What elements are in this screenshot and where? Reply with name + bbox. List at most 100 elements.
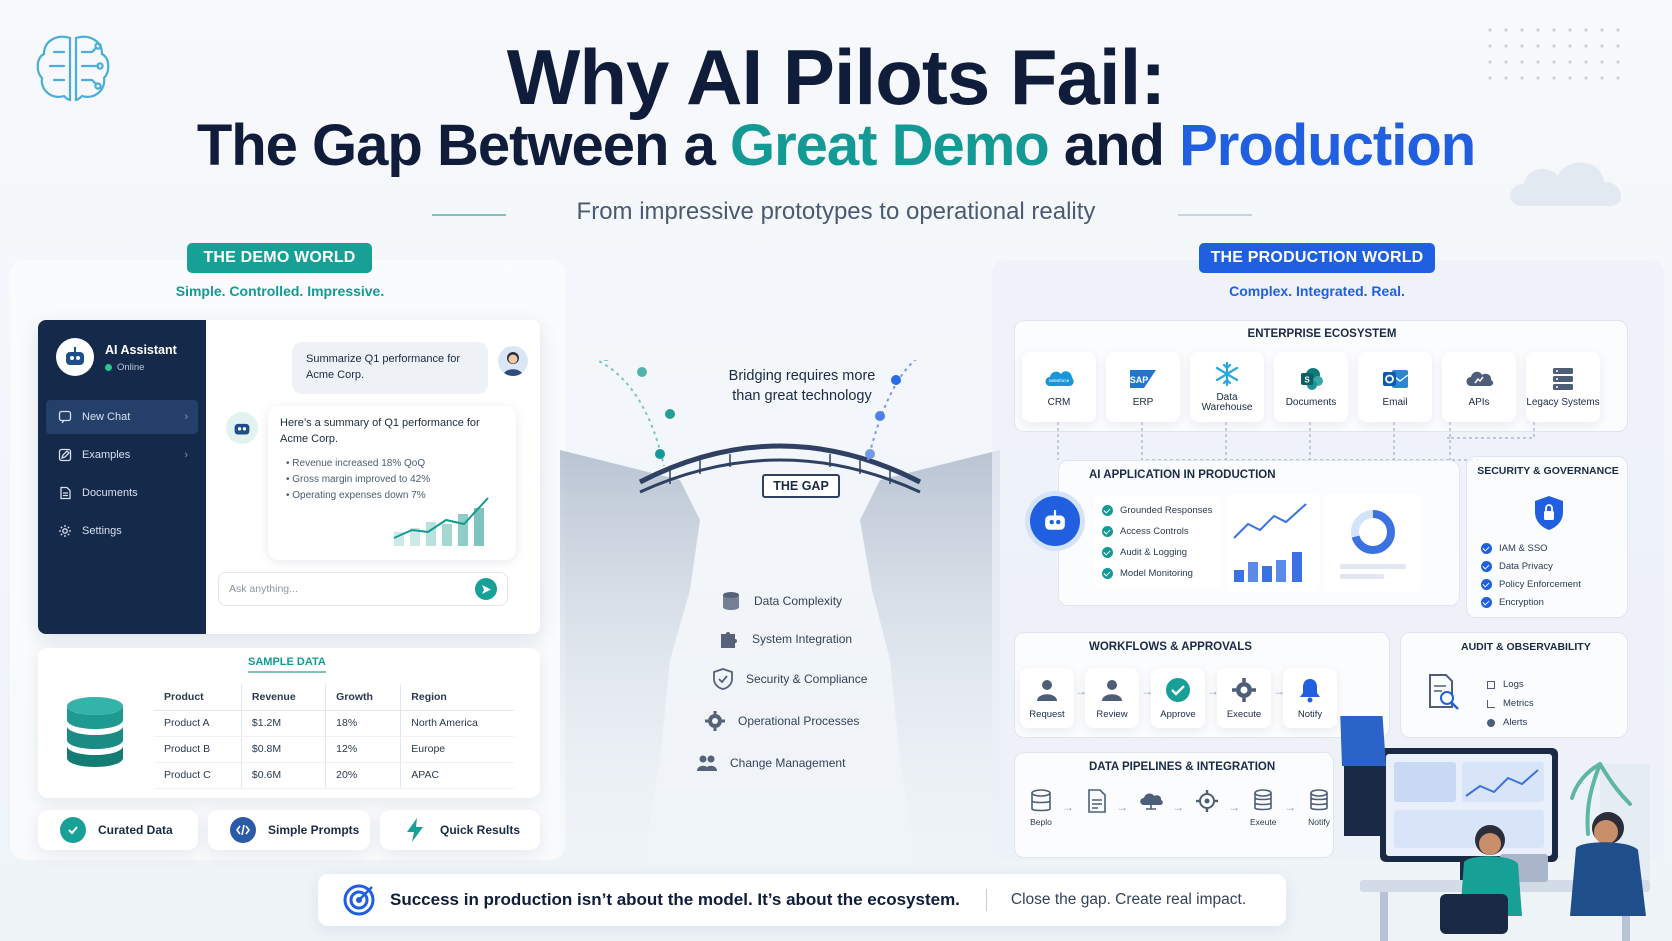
user-message: Summarize Q1 performance for Acme Corp. — [292, 342, 488, 394]
workflows-title: WORKFLOWS & APPROVALS — [1089, 641, 1252, 653]
title-highlight-demo: Great Demo — [729, 113, 1050, 178]
cell: 18% — [325, 710, 402, 737]
reply-points: • Revenue increased 18% QoQ • Gross marg… — [286, 456, 504, 504]
feature-simple-prompts: Simple Prompts — [208, 810, 370, 850]
chat-input[interactable]: Ask anything... — [218, 572, 508, 606]
cell: Product B — [154, 736, 242, 763]
pipeline-label: Exeute — [1250, 817, 1277, 827]
ecosystem-label: Documents — [1285, 396, 1337, 408]
column-header: Revenue — [241, 684, 327, 711]
cloud-network-icon — [1140, 793, 1163, 810]
production-world-tagline: Complex. Integrated. Real. — [1229, 283, 1405, 299]
workflow-label: Notify — [1297, 708, 1323, 720]
check-icon — [1102, 526, 1113, 537]
check-item: Access Controls — [1102, 521, 1214, 542]
audit-item-logs: Logs — [1487, 675, 1534, 694]
reply-point-text: Revenue increased 18% QoQ — [292, 457, 426, 469]
document-icon — [60, 486, 71, 500]
demo-world-badge: THE DEMO WORLD — [187, 243, 372, 273]
check-icon — [1481, 560, 1492, 572]
sap-logo-icon: SAP — [1130, 369, 1156, 388]
table-header-row: Product Revenue Growth Region — [154, 684, 514, 711]
audit-item-alerts: Alerts — [1487, 713, 1534, 732]
ecosystem-email: Email — [1358, 352, 1432, 422]
check-icon — [1481, 578, 1492, 590]
check-item: Grounded Responses — [1102, 500, 1214, 521]
reply-point: • Gross margin improved to 42% — [286, 473, 431, 485]
feature-quick-results: Quick Results — [380, 810, 540, 850]
demo-world-tagline: Simple. Controlled. Impressive. — [175, 283, 385, 299]
check-icon — [1481, 596, 1492, 608]
document-icon — [1088, 789, 1106, 813]
audit-title: AUDIT & OBSERVABILITY — [1461, 641, 1591, 653]
chat-main: Summarize Q1 performance for Acme Corp. … — [206, 320, 540, 634]
arrow-right-icon: → — [1075, 684, 1087, 698]
check-icon — [1481, 542, 1492, 554]
cell: $1.2M — [241, 710, 327, 737]
database-icon — [1031, 789, 1051, 812]
check-item: Model Monitoring — [1102, 563, 1214, 584]
ecosystem-label: Data Warehouse — [1201, 391, 1253, 413]
assistant-reply: Here’s a summary of Q1 performance for A… — [268, 406, 516, 560]
ai-app-checklist: Grounded Responses Access Controls Audit… — [1094, 496, 1222, 588]
logs-icon — [1487, 680, 1495, 689]
sap-logo-text: SAP — [1130, 375, 1149, 385]
database-icon — [67, 697, 123, 767]
people-icon — [697, 755, 717, 771]
security-item: IAM & SSO — [1481, 539, 1581, 557]
ecosystem-legacy-systems: Legacy Systems — [1526, 352, 1600, 422]
user-icon — [503, 352, 523, 376]
check-icon — [60, 817, 86, 843]
column-header: Product — [154, 684, 242, 711]
gear-icon — [59, 525, 71, 537]
target-icon — [343, 884, 375, 916]
title-prefix: The Gap Between a — [196, 113, 730, 178]
check-label: Access Controls — [1120, 526, 1189, 537]
send-icon — [481, 584, 491, 594]
audit-label: Metrics — [1503, 698, 1534, 709]
page-subtitle: From impressive prototypes to operationa… — [576, 198, 1096, 225]
title-middle: and — [1048, 113, 1180, 178]
sidebar-item-new-chat[interactable]: New Chat› — [46, 400, 198, 434]
cell: APAC — [400, 762, 514, 789]
sidebar-item-examples[interactable]: Examples› — [46, 438, 198, 472]
feature-label: Curated Data — [98, 823, 173, 837]
check-item: Audit & Logging — [1102, 542, 1214, 563]
server-rack-icon — [1553, 367, 1573, 390]
ecosystem-label: CRM — [1047, 396, 1071, 408]
person-icon — [1037, 679, 1057, 701]
ecosystem-data-warehouse: Data Warehouse — [1190, 352, 1264, 422]
gear-icon — [1232, 677, 1256, 702]
person-icon — [1102, 679, 1122, 701]
sidebar-item-settings[interactable]: Settings — [46, 514, 198, 548]
assistant-status-text: Online — [117, 362, 145, 373]
cliff-and-bridge-illustration — [560, 360, 1000, 880]
ecosystem-title: ENTERPRISE ECOSYSTEM — [1247, 328, 1397, 340]
dot-grid-decoration — [1482, 22, 1632, 86]
cell: Product A — [154, 710, 242, 737]
challenge-system-integration: System Integration — [718, 628, 852, 650]
pipeline-label: Notify — [1308, 817, 1330, 827]
send-button[interactable] — [475, 578, 497, 600]
workflow-label: Review — [1096, 708, 1128, 720]
audit-observability-box: AUDIT & OBSERVABILITY Logs Metrics Alert… — [1400, 632, 1628, 738]
sidebar-item-documents[interactable]: Documents — [46, 476, 198, 510]
arrow-right-icon: → — [1273, 684, 1285, 698]
robot-icon — [234, 423, 250, 435]
sample-data-title: SAMPLE DATA — [248, 656, 326, 673]
shield-check-icon — [713, 668, 733, 690]
audit-item-metrics: Metrics — [1487, 694, 1534, 713]
growth-chart-icon — [393, 497, 489, 546]
online-dot — [105, 364, 112, 371]
reply-point-text: Operating expenses down 7% — [292, 489, 426, 501]
chat-window: AI Assistant Online New Chat› Examples› … — [38, 320, 540, 634]
challenge-label: Data Complexity — [754, 594, 843, 608]
audit-list: Logs Metrics Alerts — [1487, 675, 1534, 732]
assistant-status: Online — [105, 362, 144, 373]
ecosystem-label: Email — [1382, 396, 1408, 408]
sharepoint-icon: S — [1301, 367, 1323, 390]
reply-point-text: Gross margin improved to 42% — [292, 473, 431, 485]
workflow-step-execute: Execute — [1217, 668, 1271, 728]
pipeline-step-cloud — [1138, 788, 1164, 817]
